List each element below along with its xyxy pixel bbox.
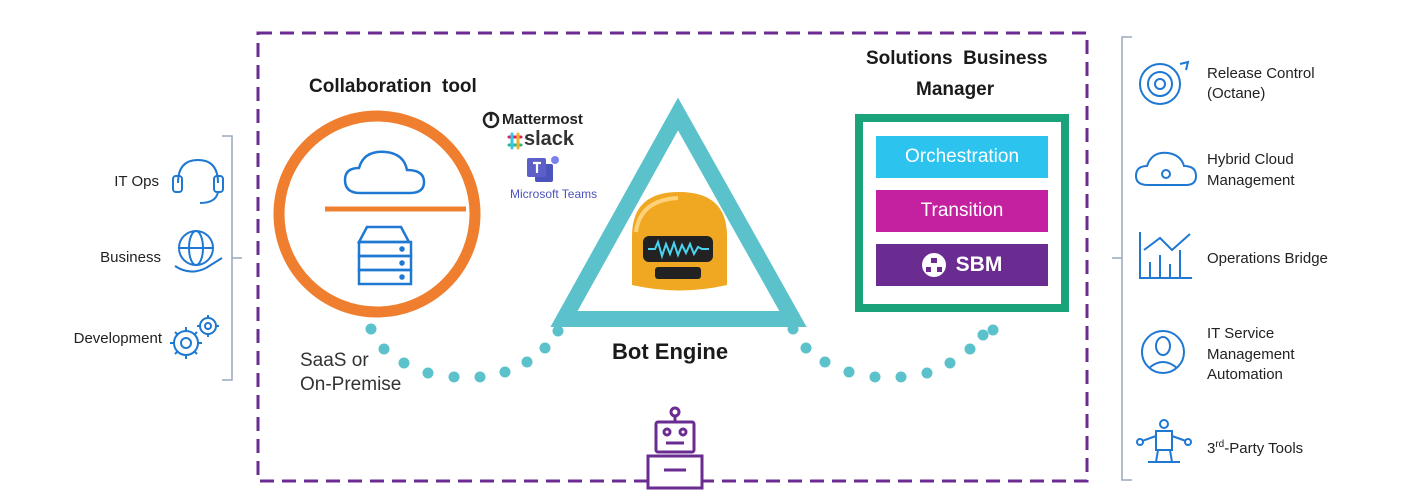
robot-icon [646, 406, 704, 490]
label-hybrid-cloud-1: Hybrid Cloud [1207, 151, 1294, 168]
label-itsma-2: Management [1207, 346, 1295, 363]
hosting-line-2: On-Premise [300, 374, 402, 395]
collab-circle [273, 110, 481, 318]
label-itsma-1: IT Service [1207, 325, 1275, 342]
release-gear-icon [1139, 60, 1190, 105]
tools-person-icon [1136, 419, 1192, 463]
slack-icon [507, 132, 523, 150]
sbm-label: SBM [955, 253, 1003, 276]
slack-label: slack [524, 128, 575, 150]
sbm-network-icon [921, 253, 946, 277]
label-hybrid-cloud-2: Management [1207, 172, 1295, 189]
orchestration-box: Orchestration [876, 136, 1048, 178]
sbm-box: SBM [876, 244, 1048, 286]
right-bracket [1112, 36, 1132, 481]
headset-icon [172, 158, 224, 204]
bot-head-icon [632, 192, 727, 291]
sbm-title-line-1: Solutions Business [866, 48, 1048, 69]
label-operations-bridge: Operations Bridge [1207, 250, 1328, 267]
label-third-party-tools: 3rd-Party Tools [1207, 439, 1304, 457]
label-business: Business [100, 249, 161, 266]
label-it-ops: IT Ops [114, 173, 159, 190]
teams-label: Microsoft Teams [510, 187, 598, 201]
globe-hand-icon [174, 230, 223, 273]
label-release-control-1: Release Control [1207, 65, 1315, 82]
teams-icon [527, 156, 559, 182]
sbm-title-line-2: Manager [916, 79, 995, 100]
left-bracket [222, 135, 242, 381]
mattermost-label: Mattermost [502, 111, 583, 128]
gears-icon [170, 315, 219, 359]
bar-chart-icon [1139, 232, 1192, 279]
person-circle-icon [1141, 330, 1185, 374]
label-release-control-2: (Octane) [1207, 85, 1266, 102]
server-icon [356, 225, 413, 286]
bot-triangle [550, 97, 807, 327]
cloud-gear-icon [1134, 151, 1198, 186]
collab-title: Collaboration tool [309, 76, 477, 97]
transition-box: Transition [876, 190, 1048, 232]
mattermost-icon [482, 111, 500, 129]
cloud-icon [343, 150, 426, 195]
left-dotted-connector [365, 323, 564, 383]
label-development: Development [73, 330, 162, 347]
right-dotted-connector [787, 323, 999, 383]
hosting-line-1: SaaS or [300, 350, 369, 371]
bot-engine-label: Bot Engine [612, 339, 729, 364]
label-itsma-3: Automation [1207, 366, 1283, 383]
